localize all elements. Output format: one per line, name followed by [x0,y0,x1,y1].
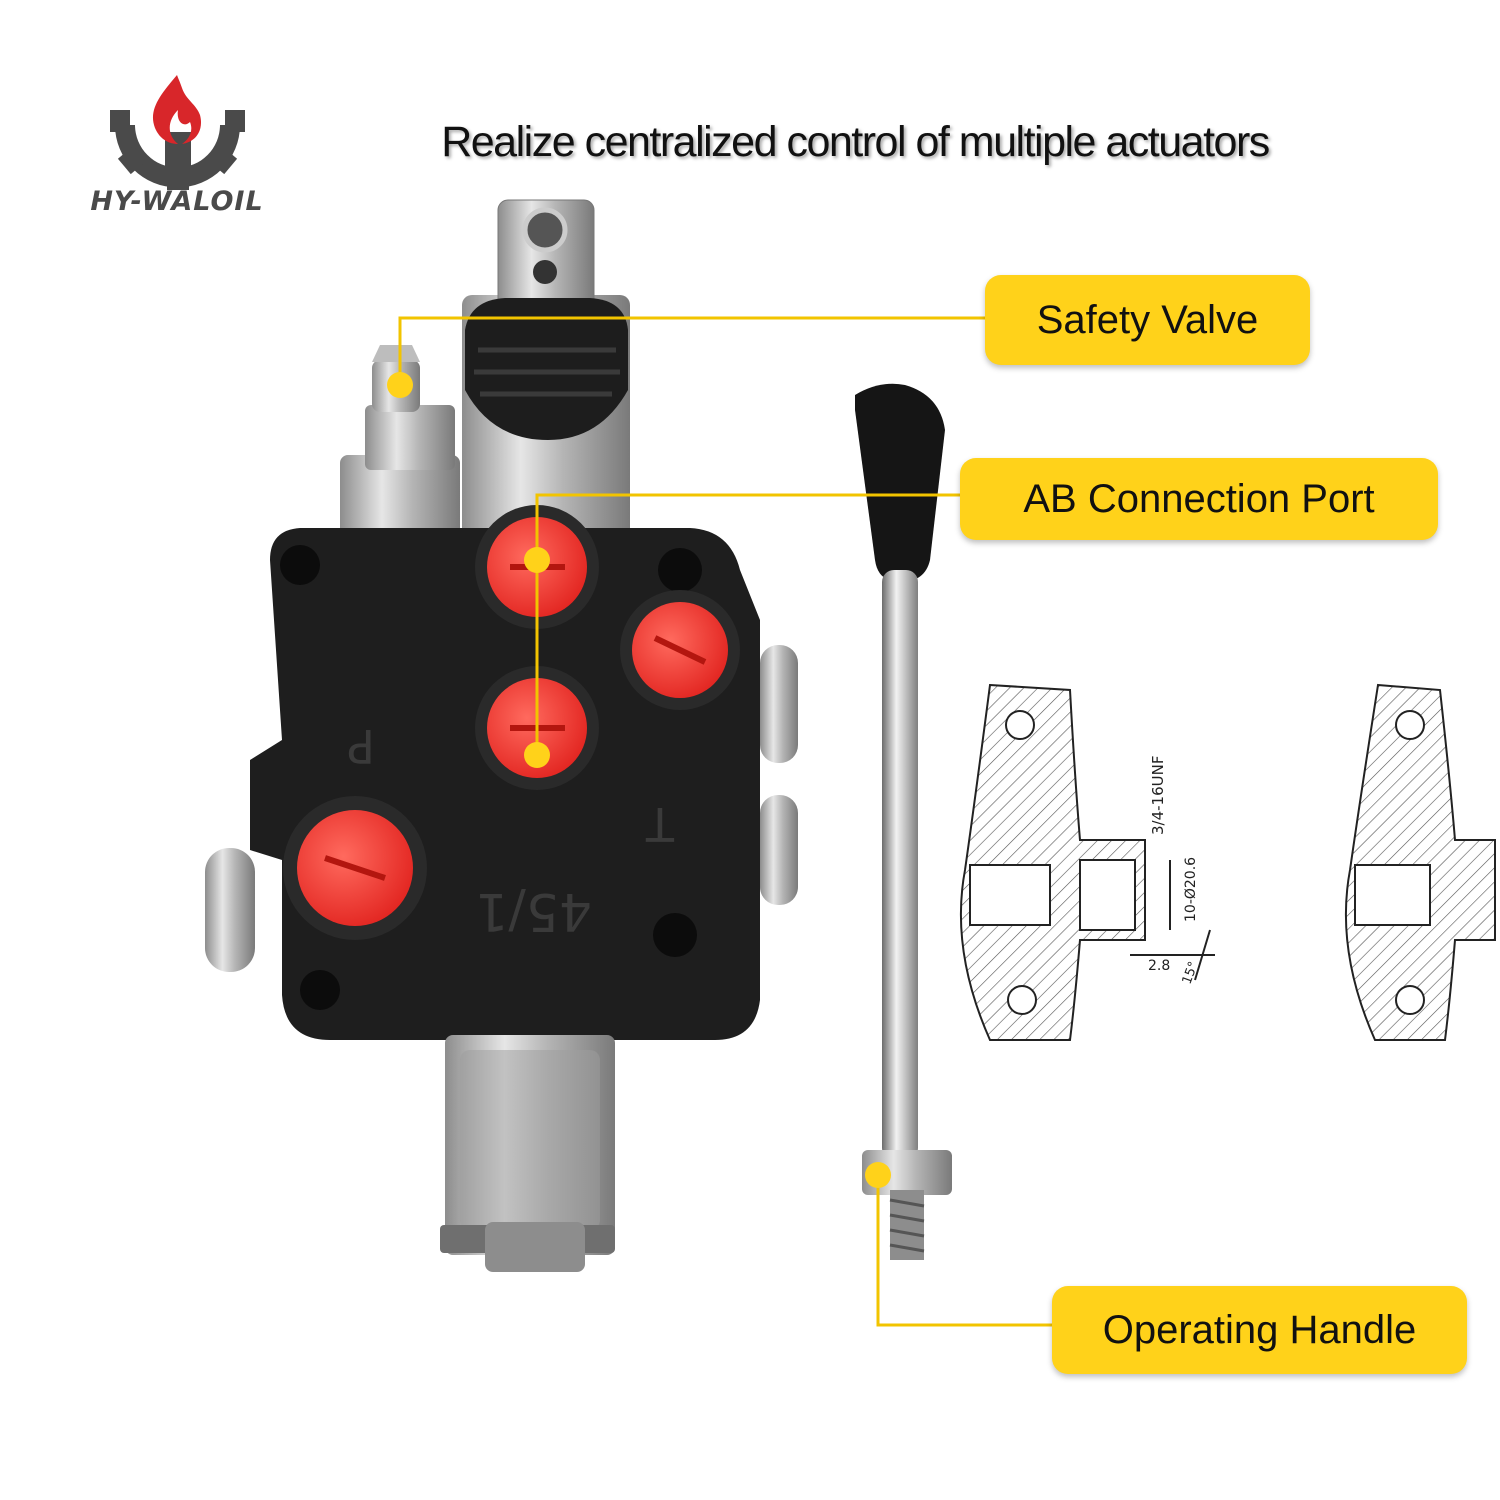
callout-ab-connection-port: AB Connection Port [960,458,1438,540]
callout-operating-handle: Operating Handle [1052,1286,1467,1374]
dim-depth: 2.8 [1148,958,1170,974]
dim-diameter: 10-Ø20.6 [1183,857,1199,922]
marking-p: P [347,719,375,773]
valve-body: P T 45/1 [205,505,798,1040]
brand-logo [70,70,285,220]
leader-dots [387,372,891,1188]
spool-bracket [462,199,630,555]
dim-angle: 15° [1180,960,1202,987]
brand-name: HY-WALOIL [90,186,264,217]
marking-model: 45/1 [475,881,592,941]
operating-handle [855,383,952,1260]
safety-valve [340,345,460,545]
spool-cap [440,1035,615,1272]
dim-thread: 3/4-16UNF [1149,756,1167,835]
section-drawing-right [1344,683,1496,1041]
leader-lines [398,316,1052,1327]
marking-t: T [645,797,675,851]
section-drawing-left [959,683,1215,1041]
gear-flame-logo-icon [110,75,245,190]
headline: Realize centralized control of multiple … [441,118,1270,166]
callout-safety-valve: Safety Valve [985,275,1310,365]
